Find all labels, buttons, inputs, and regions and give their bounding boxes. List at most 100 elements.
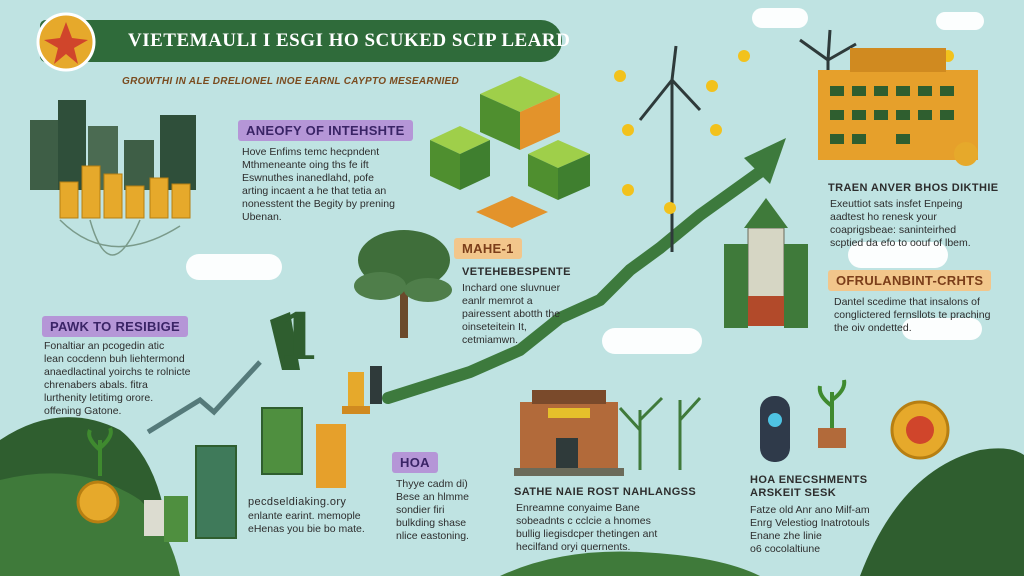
green-cubes — [430, 76, 590, 228]
plant-pot — [818, 428, 846, 448]
trophy — [348, 372, 364, 410]
title-bar — [40, 20, 562, 62]
left-hill-front — [0, 473, 180, 576]
section-text: Inchard one sluvnuer eanlr memrot a pair… — [462, 282, 560, 347]
circuit-board — [195, 445, 237, 539]
text-line: bullig liegisdcper thetingen ant — [516, 528, 658, 540]
robot-device — [760, 396, 790, 462]
text-line: offening Gatone. — [44, 405, 122, 417]
text-line: Thyye cadm di) — [396, 478, 468, 490]
text-line: the oiv ondetted. — [834, 322, 912, 334]
sprout — [87, 427, 113, 476]
bank-building — [514, 390, 624, 476]
section-text: Thyye cadm di) Bese an hlmme sondier fir… — [396, 478, 469, 543]
circuit-board — [164, 496, 188, 542]
text-line: Eswnuthes inanedlahd, pofe — [242, 172, 374, 184]
cloud — [848, 242, 948, 268]
roots — [59, 219, 181, 256]
section-tag: MAHE-1 — [454, 238, 522, 259]
text-line: Hove Enfims temc hecpndent — [242, 146, 380, 158]
section-heading: TRAEN ANVER BHOS DIKTHIE — [828, 182, 999, 194]
section-heading: HOA ENECSHMENTS ARSKEIT SESK — [750, 474, 868, 499]
text-line: lurthenity letitimg orore. — [44, 392, 154, 404]
text-line: oinseteitein It, — [462, 321, 527, 333]
text-line: eanlr memrot a — [462, 295, 533, 307]
text-line: cetmiamwn. — [462, 334, 519, 346]
gold-medal-center — [906, 416, 934, 444]
section-text: Enreamne conyaime Bane sobeadnts c cclci… — [516, 502, 657, 554]
section-text: Exeuttiot sats insfet Enpeing aadtest ho… — [830, 198, 971, 250]
text-line: Exeuttiot sats insfet Enpeing — [830, 198, 963, 210]
growth-arrow-head — [744, 138, 786, 184]
text-line: coaprigsbeae: saninteirhed — [830, 224, 957, 236]
text-line: conglictered fernsllots te praching — [834, 309, 991, 321]
section-heading: VETEHEBESPENTE — [462, 266, 571, 278]
section-text: Fonaltiar an pcogedin atic lean cocdenn … — [44, 340, 191, 418]
text-line: hecilfand oryi quernents. — [516, 541, 631, 553]
text-line: anaedlactinal yoirchs te rolnicte — [44, 366, 191, 378]
page-title: VIETEMAULI I ESGI HO SCUKED SCIP LEARD — [128, 30, 571, 51]
section-text: Hove Enfims temc hecpndent Mthmeneante o… — [242, 146, 395, 224]
gold-coin — [76, 480, 120, 524]
section-tag: ANEOFY OF INTEHSHTE — [238, 120, 413, 141]
circuit-board — [261, 407, 303, 475]
number-label: 1 — [276, 300, 321, 375]
building — [124, 140, 154, 190]
section-tag: OFRULANBINT-CRHTS — [828, 270, 992, 291]
text-line: scptied da efo to oouf of lbem. — [830, 237, 971, 249]
growth-arrow-line — [382, 166, 766, 404]
text-line: enlante earint. memople — [248, 510, 361, 522]
text-line: eHenas you bie bo mate. — [248, 523, 365, 535]
section-heading: SATHE NAIE ROST NAHLANGSS — [514, 486, 697, 498]
section-tag: PAWK TO RESIBIGE — [42, 316, 189, 337]
text-line: chrenabers abals. fitra — [44, 379, 148, 391]
text-line: Fonaltiar an pcogedin atic — [44, 340, 165, 352]
text-line: aadtest ho renesk your — [830, 211, 937, 223]
logo-icon — [36, 12, 96, 72]
text-line: Fatze old Anr ano Milf-am — [750, 504, 870, 516]
text-line: pairessent abotth the — [462, 308, 561, 320]
section-text: Fatze old Anr ano Milf-am Enrg Velestiog… — [750, 504, 870, 556]
section-heading: pecdseldiaking.ory — [248, 496, 347, 508]
gold-coin-stacks — [59, 165, 191, 219]
text-line: sondier firi — [396, 504, 445, 516]
text-line: Bese an hlmme — [396, 491, 469, 503]
right-hill — [860, 448, 1024, 576]
section-tag: HOA — [392, 452, 438, 473]
text-line: Enreamne conyaime Bane — [516, 502, 640, 514]
zigzag-arrow — [146, 360, 262, 435]
section-text: enlante earint. memople eHenas you bie b… — [248, 510, 365, 536]
text-line: Enrg Velestiog Inatrotouls — [750, 517, 870, 529]
text-line: arting incaent a he that tetia an — [242, 185, 387, 197]
robot-eye — [768, 413, 782, 427]
text-line: Dantel scedime that insalons of — [834, 296, 980, 308]
cloud — [752, 8, 808, 28]
bare-tree — [618, 396, 702, 470]
section-text: Dantel scedime that insalons of conglict… — [834, 296, 990, 335]
text-line: Inchard one sluvnuer — [462, 282, 561, 294]
text-line: bulkding shase — [396, 517, 467, 529]
building — [58, 100, 86, 190]
center-hill — [500, 551, 760, 576]
cloud — [186, 254, 282, 280]
text-line: sobeadnts c cclcie a hnomes — [516, 515, 651, 527]
page-subtitle: GROWTHI IN ALE DRELIONEL INOE EARNL CAYP… — [122, 76, 460, 87]
text-line: Mthmeneante oing ths fe ift — [242, 159, 369, 171]
spike-shape — [270, 312, 300, 370]
text-line: o6 cocolaltiune — [750, 543, 821, 555]
potted-plant — [817, 379, 847, 428]
cloud — [936, 12, 984, 30]
cloud — [902, 318, 982, 340]
gold-coin — [954, 142, 978, 166]
text-line: Ubenan. — [242, 211, 282, 223]
text-line: nlice eastoning. — [396, 530, 469, 542]
building — [850, 48, 946, 72]
tree — [354, 230, 452, 338]
cloud — [602, 328, 702, 354]
text-line: nonesstent the Begity by prening — [242, 198, 395, 210]
circuit-board — [316, 424, 346, 488]
building-windows — [830, 86, 954, 144]
text-line: lean cocdenn buh liehtermond — [44, 353, 185, 365]
chess-piece — [370, 366, 382, 404]
